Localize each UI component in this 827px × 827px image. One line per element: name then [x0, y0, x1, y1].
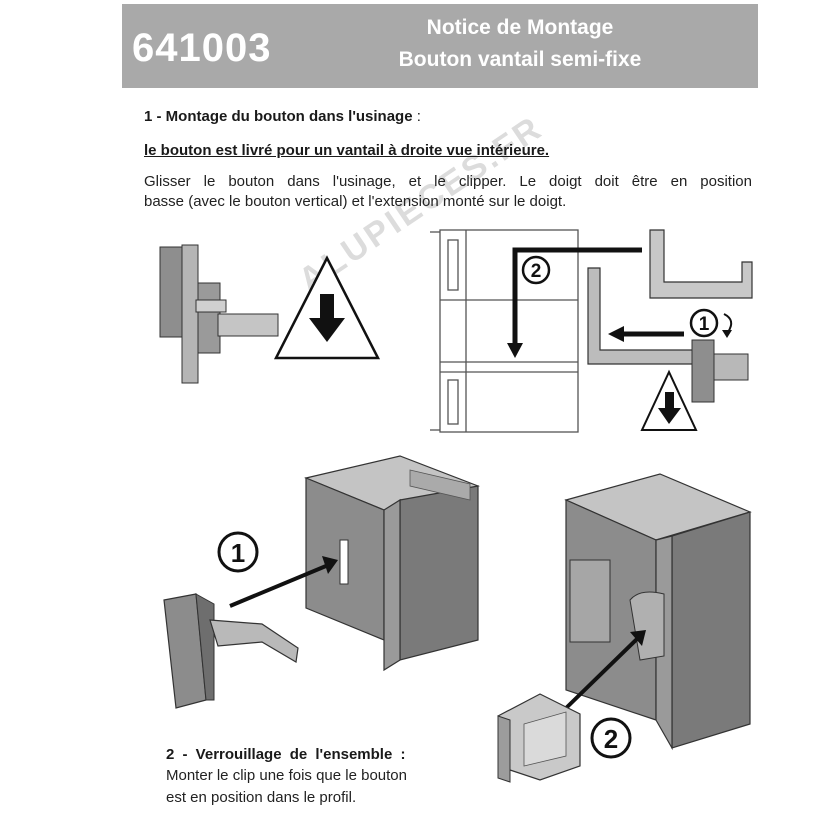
arrow-step1-bottom [229, 556, 338, 608]
arrow-step1-top [608, 326, 684, 342]
extension-piece [649, 229, 753, 299]
warning-down-arrow-icon [273, 255, 381, 360]
arrow-step2 [507, 247, 642, 358]
section2-heading: 2 - Verrouillage de l'ensemble : [166, 746, 406, 763]
section1-text-line2: basse (avec le bouton vertical) et l'ext… [144, 193, 567, 210]
document-subtitle: Bouton vantail semi-fixe [398, 48, 642, 71]
callout-step2-bottom-label: 2 [604, 724, 618, 754]
section2-text-line2: est en position dans le profil. [166, 789, 357, 806]
section2-text-line1: Monter le clip une fois que le bouton [166, 767, 407, 784]
callout-step2-top: 2 [521, 255, 551, 285]
header-band: 641003 Notice de Montage Bouton vantail … [122, 4, 758, 88]
callout-step1-top: 1 [689, 308, 733, 338]
profile-3d-right [564, 473, 752, 751]
callout-step1-bottom-label: 1 [231, 538, 245, 568]
callout-step2-top-label: 2 [531, 261, 542, 282]
profile-cross-section [430, 229, 579, 433]
warning-down-arrow-icon-small [640, 369, 698, 431]
finger-with-button [587, 267, 749, 403]
section1-heading-colon: : [412, 108, 421, 125]
section1-heading-text: 1 - Montage du bouton dans l'usinage [144, 108, 413, 125]
section1-text-line1: Glisser le bouton dans l'usinage, et le … [144, 173, 752, 190]
reference-number: 641003 [132, 26, 272, 70]
section1-heading: 1 - Montage du bouton dans l'usinage : [144, 108, 421, 125]
clip-part [497, 693, 581, 783]
arrow-step2-bottom [560, 630, 646, 714]
button-part-bottom-left [163, 593, 299, 709]
callout-step2-bottom: 2 [590, 717, 632, 759]
button-side-view [159, 244, 279, 384]
callout-step1-bottom: 1 [217, 531, 259, 573]
callout-step1-top-label: 1 [699, 314, 710, 335]
profile-3d-left [304, 455, 480, 672]
document-title: Notice de Montage [426, 16, 614, 39]
section1-subheading: le bouton est livré pour un vantail à dr… [144, 142, 550, 159]
